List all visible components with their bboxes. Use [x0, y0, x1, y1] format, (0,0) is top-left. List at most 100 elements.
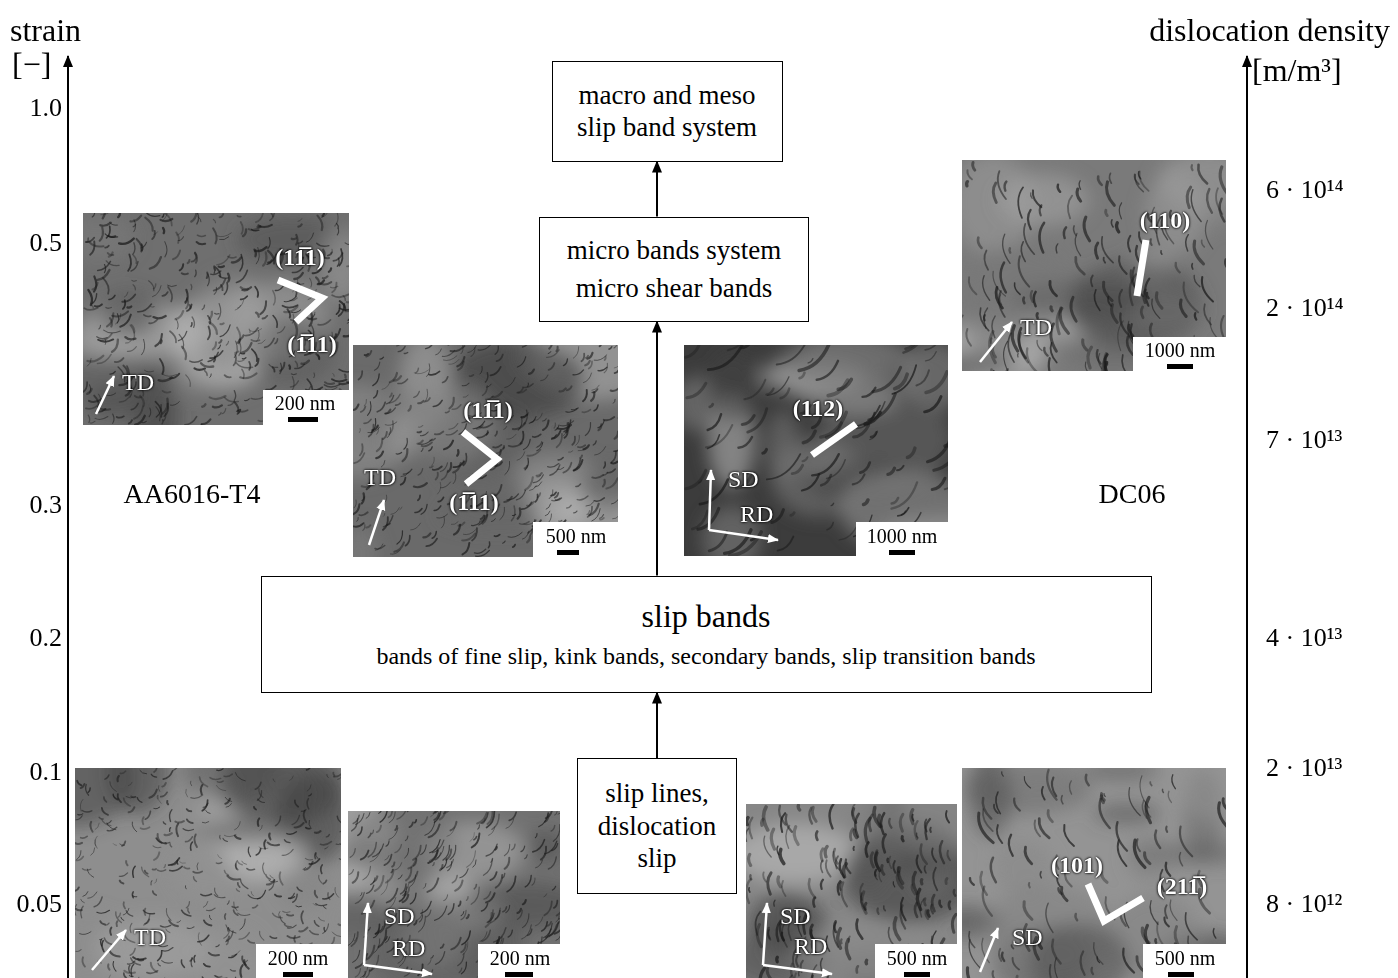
process-box: macro and meso slip band system [552, 61, 783, 162]
direction-label: RD [740, 502, 773, 526]
box-text: bands of fine slip, kink bands, secondar… [376, 642, 1035, 671]
miller-index: (112) [793, 396, 844, 420]
material-label: AA6016-T4 [124, 480, 261, 508]
direction-arrow [980, 928, 998, 972]
box-heading: slip lines, dislocation slip [590, 777, 724, 874]
scale-box [478, 944, 560, 978]
scale-bar [904, 972, 930, 977]
process-box: slip lines, dislocation slip [577, 758, 737, 894]
flow-arrow [656, 693, 658, 759]
miller-index: (11̅1) [463, 398, 512, 422]
tem-micrograph [962, 768, 1226, 978]
scale-label: 1000 nm [867, 526, 938, 546]
material-label: DC06 [1099, 480, 1166, 508]
direction-label: SD [1012, 925, 1043, 949]
direction-label: SD [728, 467, 759, 491]
density-tick: 2 · 10¹³ [1266, 755, 1342, 781]
strain-tick: 0.05 [17, 891, 63, 917]
miller-index: (1̅11) [287, 332, 336, 356]
direction-label: TD [1020, 315, 1052, 339]
direction-label: TD [122, 370, 154, 394]
axis-title: [−] [12, 48, 51, 80]
process-box: slip bands bands of fine slip, kink bands… [261, 576, 1152, 693]
strain-tick: 0.1 [30, 759, 63, 785]
direction-label: SD [780, 904, 811, 928]
flow-arrow [656, 322, 658, 576]
scale-bar [505, 972, 533, 977]
scale-box [1143, 944, 1226, 978]
strain-tick: 0.3 [30, 492, 63, 518]
density-tick: 8 · 10¹² [1266, 891, 1342, 917]
scale-box [263, 390, 349, 425]
tem-micrograph [353, 345, 618, 557]
box-text: micro shear bands [576, 272, 772, 304]
plane-trace [1137, 240, 1146, 296]
tem-micrograph [962, 160, 1226, 371]
tem-micrograph [348, 811, 560, 978]
direction-arrow [364, 903, 368, 965]
tem-micrograph [746, 804, 957, 978]
direction-label: RD [794, 934, 827, 958]
axis-title: [m/m³] [1252, 54, 1342, 86]
density-tick: 4 · 10¹³ [1266, 625, 1342, 651]
strain-tick: 0.5 [30, 230, 63, 256]
direction-label: RD [392, 936, 425, 960]
density-tick: 6 · 10¹⁴ [1266, 177, 1344, 203]
direction-arrow [980, 322, 1012, 362]
direction-arrow [364, 965, 432, 974]
scale-bar [1168, 972, 1194, 977]
scale-bar [288, 417, 318, 422]
direction-arrow [709, 470, 711, 530]
box-heading: macro and meso slip band system [565, 79, 770, 144]
box-heading: slip bands [642, 597, 771, 635]
miller-index: (1̅11) [449, 490, 498, 514]
miller-index: (211̅) [1157, 874, 1208, 898]
strain-tick: 0.2 [30, 625, 63, 651]
direction-arrow [763, 965, 832, 974]
flow-arrow [656, 162, 658, 217]
tem-micrograph [83, 213, 349, 425]
plane-trace [463, 432, 497, 484]
density-tick: 2 · 10¹⁴ [1266, 295, 1344, 321]
scale-label: 200 nm [268, 948, 329, 968]
axis-title: strain [10, 14, 81, 46]
direction-label: SD [384, 904, 415, 928]
tem-micrograph [75, 768, 341, 978]
plane-trace [1088, 884, 1143, 921]
direction-arrow [92, 930, 126, 970]
direction-arrow [369, 500, 384, 545]
miller-index: (101) [1051, 853, 1103, 877]
scale-box [256, 944, 341, 978]
scale-label: 500 nm [1155, 948, 1216, 968]
scale-box [533, 522, 618, 557]
plane-trace [812, 424, 856, 455]
box-heading: micro bands system [567, 234, 781, 266]
density-tick: 7 · 10¹³ [1266, 427, 1342, 453]
strain-tick: 1.0 [30, 95, 63, 121]
scale-bar [889, 550, 915, 555]
direction-label: TD [134, 925, 166, 949]
scale-label: 1000 nm [1145, 340, 1216, 360]
direction-arrow [763, 903, 767, 965]
scale-label: 200 nm [275, 393, 336, 413]
axis-title: dislocation density [1149, 14, 1390, 46]
miller-index: (110) [1140, 208, 1191, 232]
scale-box [1133, 337, 1226, 371]
process-box: micro bands system micro shear bands [539, 217, 809, 322]
axis-line [67, 56, 69, 978]
scale-box [875, 944, 957, 978]
scale-label: 200 nm [490, 948, 551, 968]
direction-label: TD [364, 465, 396, 489]
axis-line [1246, 56, 1248, 978]
plane-trace [278, 280, 322, 322]
scale-label: 500 nm [887, 948, 948, 968]
miller-index: (11̅1) [275, 245, 324, 269]
direction-arrow [96, 376, 114, 414]
scale-bar [557, 550, 579, 555]
tem-micrograph [684, 345, 948, 556]
scale-bar [283, 972, 313, 977]
direction-arrow [709, 530, 778, 540]
scale-bar [1167, 364, 1193, 369]
scale-label: 500 nm [546, 526, 607, 546]
scale-box [856, 522, 948, 557]
